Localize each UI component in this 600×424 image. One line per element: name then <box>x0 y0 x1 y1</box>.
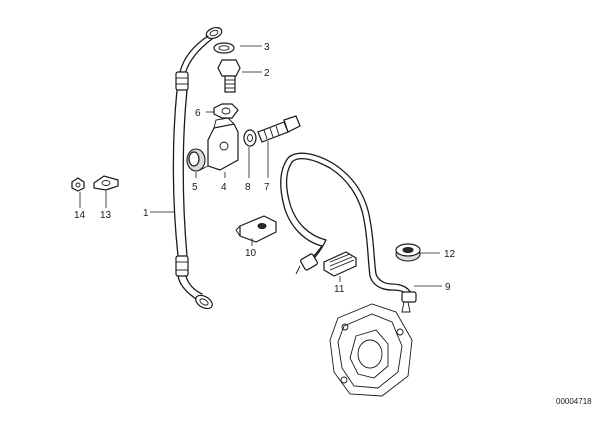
brake-caliper <box>329 303 413 397</box>
callout-9: 9 <box>445 282 451 293</box>
callout-1: 1 <box>143 208 149 219</box>
callout-3: 3 <box>264 42 270 53</box>
sleeve-part-5 <box>186 148 206 172</box>
grommet-part-12 <box>395 243 421 262</box>
diagram-code: 00004718 <box>556 397 592 406</box>
callout-8: 8 <box>245 182 251 193</box>
holder-part-10 <box>235 215 277 243</box>
banjo-bolt-part-2 <box>217 59 241 93</box>
callout-5: 5 <box>192 182 198 193</box>
callout-2: 2 <box>264 68 270 79</box>
callout-14: 14 <box>74 210 86 221</box>
bracket-part-4 <box>199 117 239 171</box>
sealing-ring-part-3 <box>213 42 235 54</box>
callout-11: 11 <box>334 284 345 295</box>
callout-7: 7 <box>264 182 270 193</box>
brake-hose-part-1 <box>172 26 223 310</box>
callout-4: 4 <box>221 182 227 193</box>
bolt-part-7 <box>257 115 301 143</box>
washer-part-8 <box>243 129 257 147</box>
distributor-part-11 <box>323 251 357 277</box>
callout-12: 12 <box>444 249 456 260</box>
clip-part-13 <box>93 175 119 191</box>
hex-nut-part-6 <box>213 103 239 119</box>
callout-6: 6 <box>195 108 201 119</box>
nut-part-14 <box>71 177 85 192</box>
leader-lines <box>79 45 442 287</box>
callout-10: 10 <box>245 248 257 259</box>
brake-line-part-9 <box>280 152 417 313</box>
callout-13: 13 <box>100 210 112 221</box>
